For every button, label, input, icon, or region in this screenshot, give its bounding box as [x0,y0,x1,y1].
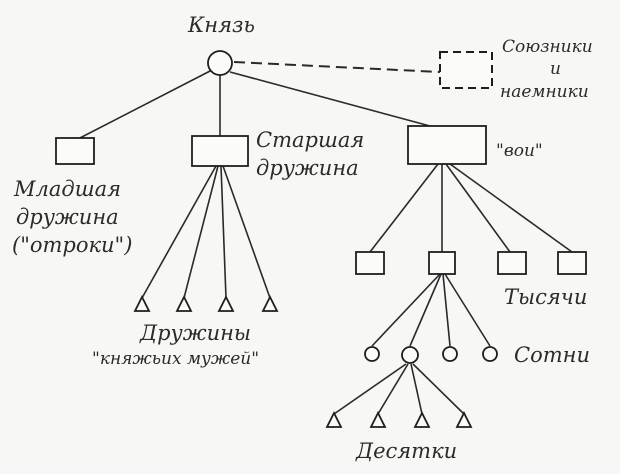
ten-triangle-1 [325,410,343,428]
ten-triangle-3 [413,410,431,428]
edge-hundred-ten-3 [410,363,423,415]
retinue-triangle-2 [175,294,193,312]
senior-druzhina-node [191,135,249,167]
label-senior-2: дружина [256,156,359,180]
edge-thousand-hundred-4 [444,273,491,347]
label-allies-1: Союзники [502,37,593,57]
edge-senior-retinue-1 [141,165,217,299]
retinue-triangle-4 [261,294,279,312]
hundred-node-4 [482,346,498,362]
label-junior-3: ("отроки") [12,233,132,257]
edge-thousand-hundred-3 [442,273,451,347]
edge-prince-warriors [229,71,431,127]
label-allies-2: и [550,59,561,79]
thousand-node-4 [557,251,587,275]
label-junior-2: дружина [16,205,119,229]
edge-prince-allies [233,61,441,73]
edge-senior-retinue-2 [183,165,219,299]
label-tens: Десятки [355,439,457,463]
label-warriors: "вои" [496,141,543,161]
allies-node [439,51,493,89]
edge-hundred-ten-2 [377,363,409,415]
label-allies-3: наемники [500,82,589,102]
labels: Князь Союзники и наемники Старшая дружин… [12,13,593,463]
hundred-node-2 [401,346,419,364]
retinue-triangle-3 [217,294,235,312]
thousand-node-3 [497,251,527,275]
hundred-node-3 [442,346,458,362]
edge-prince-junior [75,69,213,141]
label-retinues-2: "княжьих мужей" [92,349,259,369]
label-thousands: Тысячи [504,285,587,309]
ten-triangle-2 [369,410,387,428]
hundred-node-1 [364,346,380,362]
label-senior-1: Старшая [256,128,364,152]
edge-warriors-thousand-4 [449,163,573,253]
edge-warriors-thousand-1 [369,163,439,253]
junior-druzhina-node [55,137,95,165]
nodes [55,50,587,428]
warriors-node [407,125,487,165]
label-prince: Князь [187,13,255,37]
edge-senior-retinue-4 [222,165,271,299]
edge-thousand-hundred-2 [409,273,442,347]
label-retinues-1: Дружины [139,321,251,345]
edge-hundred-ten-1 [333,363,407,415]
edge-senior-retinue-3 [220,165,227,299]
label-junior-1: Младшая [13,177,121,201]
edge-hundred-ten-4 [412,363,465,415]
retinue-triangle-1 [133,294,151,312]
ten-triangle-4 [455,410,473,428]
label-hundreds: Сотни [514,343,590,367]
prince-node [207,50,233,76]
edge-warriors-thousand-3 [445,163,511,253]
thousand-node-2 [428,251,456,275]
edges [75,61,573,415]
edge-thousand-hundred-1 [371,273,441,347]
thousand-node-1 [355,251,385,275]
